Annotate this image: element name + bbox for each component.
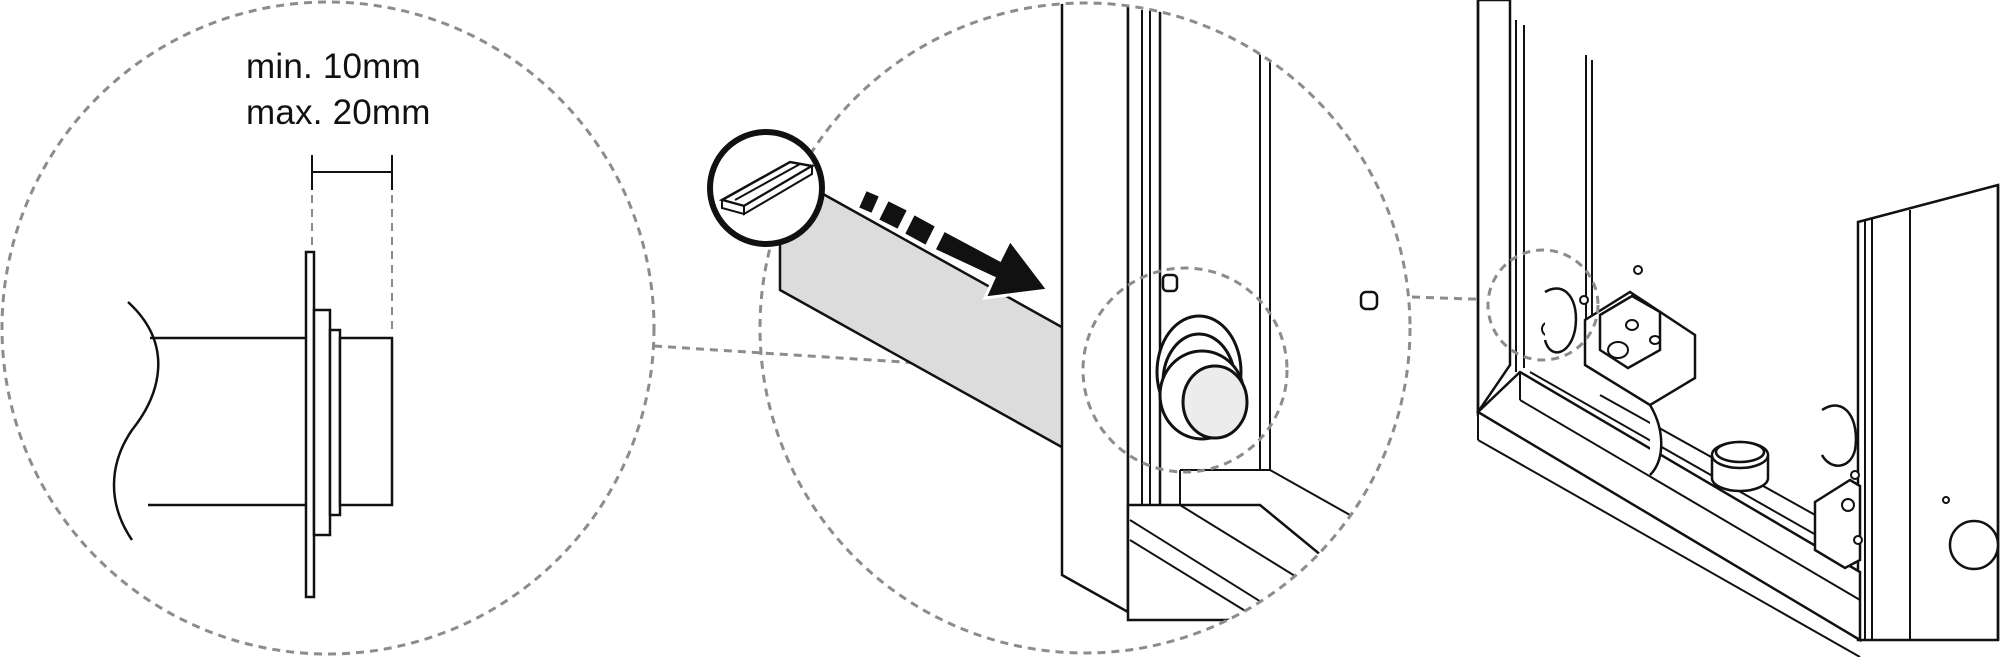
middle-detail-view (707, 1, 1412, 655)
left-detail-circle (0, 0, 656, 656)
dimension-extension-lines (311, 195, 393, 335)
dimension-label: min. 10mm max. 20mm (246, 44, 431, 136)
dimension-marker (311, 155, 393, 190)
middle-detail-circle (758, 1, 1412, 655)
dimension-max-text: max. 20mm (246, 93, 431, 132)
pipe-connector (1155, 314, 1249, 441)
connector-line-left (653, 344, 1121, 378)
screw-heads (1161, 273, 1379, 311)
right-detail-circle (1486, 248, 1600, 362)
pipe (112, 301, 322, 541)
insert-arrow-icon (856, 188, 1051, 300)
pipe-detail-circle (1081, 266, 1289, 474)
left-detail-view (0, 0, 656, 656)
cabinet-frame (1060, 3, 1404, 622)
dimension-min-text: min. 10mm (246, 47, 421, 86)
wall-plate (304, 250, 394, 599)
rail-insertion-band (778, 167, 1087, 463)
cabinet-overview (1475, 0, 2000, 658)
mounting-rail-icon (707, 129, 825, 247)
